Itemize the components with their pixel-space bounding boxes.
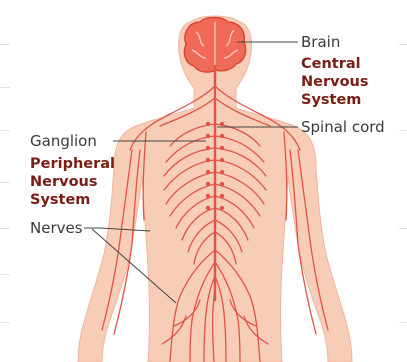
spinal-cord-label: Spinal cord bbox=[301, 118, 385, 136]
nerves-label: Nerves bbox=[30, 219, 83, 237]
brain-label: Brain bbox=[301, 33, 340, 51]
cns-heading: Central Nervous System bbox=[301, 55, 369, 109]
ganglion-label: Ganglion bbox=[30, 132, 97, 150]
pns-heading: Peripheral Nervous System bbox=[30, 155, 115, 209]
